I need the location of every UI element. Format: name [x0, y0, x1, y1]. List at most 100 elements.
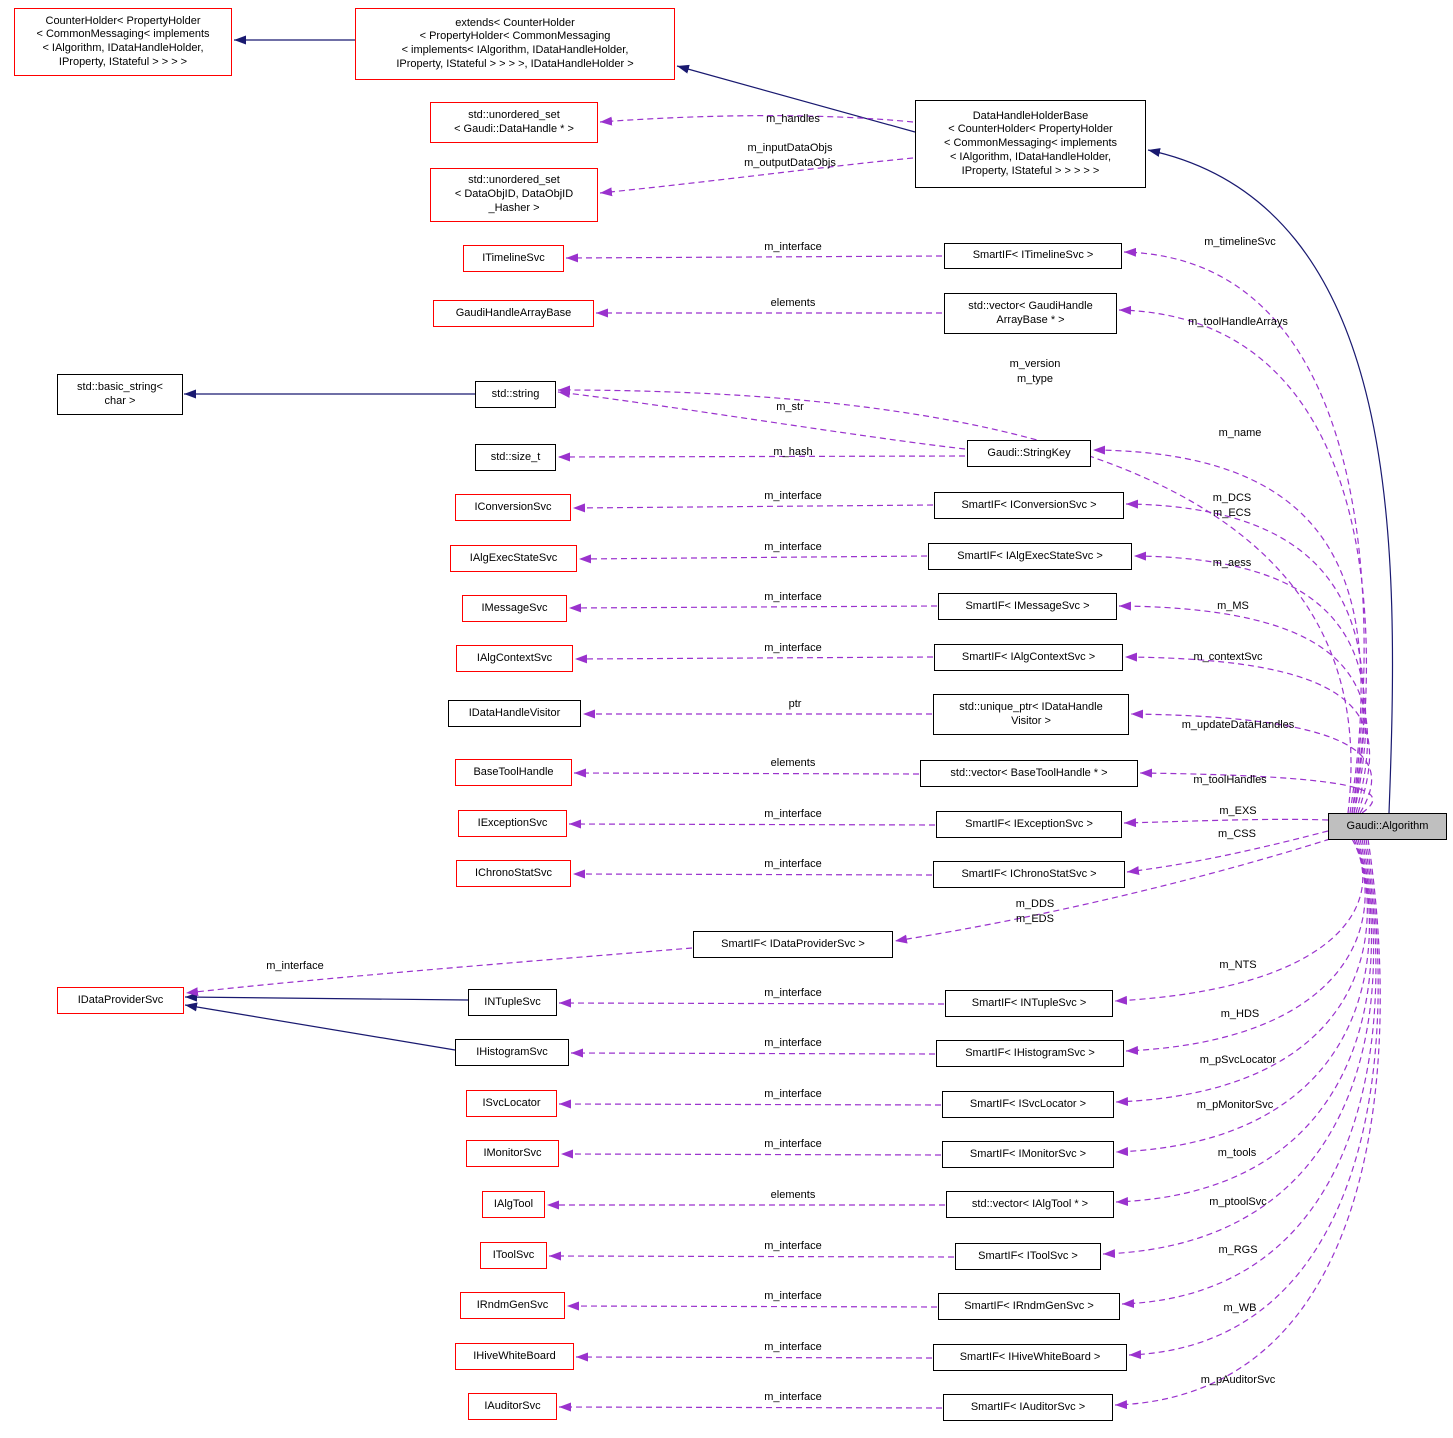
node-irndmgensvc[interactable]: IRndmGenSvc	[460, 1292, 565, 1319]
node-ialgcontextsvc[interactable]: IAlgContextSvc	[456, 645, 573, 672]
edge-label-m-handles: m_handles	[766, 113, 820, 125]
node-extends[interactable]: extends< CounterHolder < PropertyHolder<…	[355, 8, 675, 80]
edge-m-version-type	[557, 385, 1352, 814]
node-std-string[interactable]: std::string	[475, 381, 556, 408]
edge-label-m-tools: m_tools	[1217, 1147, 1257, 1159]
node-iexceptionsvc[interactable]: IExceptionSvc	[458, 810, 567, 837]
node-smartif-intuplesvc[interactable]: SmartIF< INTupleSvc >	[945, 990, 1113, 1017]
edge-label-m-wb: m_WB	[1223, 1302, 1257, 1314]
node-smartif-ialgcontextsvc[interactable]: SmartIF< IAlgContextSvc >	[934, 644, 1123, 671]
node-ihistogramsvc[interactable]: IHistogramSvc	[455, 1039, 569, 1066]
node-smartif-itoolsvc[interactable]: SmartIF< IToolSvc >	[955, 1243, 1101, 1270]
edge-m-hash	[557, 452, 966, 462]
edge-label-m-hash: m_hash	[773, 446, 813, 458]
node-imessagesvc[interactable]: IMessageSvc	[462, 595, 567, 622]
edge-interface-imonitorsvc	[560, 1149, 942, 1159]
edge-label-interface-svclocator: m_interface	[764, 1088, 822, 1100]
edge-label-interface-hivewhiteboard: m_interface	[764, 1341, 822, 1353]
edge-interface-irndmgensvc	[566, 1301, 938, 1311]
edge-label-interface-ntuple: m_interface	[764, 987, 822, 999]
node-smartif-ihivewhiteboard[interactable]: SmartIF< IHiveWhiteBoard >	[933, 1344, 1127, 1371]
node-gaudihandlearraybase[interactable]: GaudiHandleArrayBase	[433, 300, 594, 327]
edge-label-m-pmonitorsvc: m_pMonitorSvc	[1196, 1099, 1274, 1111]
edge-m-css	[1126, 830, 1329, 875]
node-gaudi-algorithm: Gaudi::Algorithm	[1328, 813, 1447, 840]
node-smartif-iconversionsvc[interactable]: SmartIF< IConversionSvc >	[934, 492, 1124, 519]
edge-dhhb-to-extends	[676, 64, 916, 133]
edge-m-contextsvc	[1124, 652, 1371, 814]
node-ialgexecstatesvc[interactable]: IAlgExecStateSvc	[450, 545, 577, 572]
node-isvclocator[interactable]: ISvcLocator	[466, 1090, 557, 1117]
node-imonitorsvc[interactable]: IMonitorSvc	[466, 1140, 559, 1167]
node-vector-gaudihandlearraybase[interactable]: std::vector< GaudiHandle ArrayBase * >	[944, 293, 1117, 334]
node-unordered-set-dataobjid[interactable]: std::unordered_set < DataObjID, DataObjI…	[430, 168, 598, 222]
node-smartif-iexceptionsvc[interactable]: SmartIF< IExceptionSvc >	[936, 811, 1122, 838]
edge-label-m-toolhandlearrays: m_toolHandleArrays	[1188, 316, 1288, 328]
node-smartif-isvclocator[interactable]: SmartIF< ISvcLocator >	[942, 1091, 1114, 1118]
node-gaudi-stringkey[interactable]: Gaudi::StringKey	[967, 440, 1091, 467]
edge-label-interface-algcontext: m_interface	[764, 642, 822, 654]
edge-label-m-pauditorsvc: m_pAuditorSvc	[1200, 1374, 1276, 1386]
node-smartif-idataprovidersvc[interactable]: SmartIF< IDataProviderSvc >	[693, 931, 893, 958]
edge-label-m-dds-eds: m_DDS m_EDS	[1015, 898, 1055, 925]
edge-label-interface-toolsvc: m_interface	[764, 1240, 822, 1252]
edge-label-interface-conversion: m_interface	[764, 490, 822, 502]
edge-label-m-version-type: m_version m_type	[1009, 358, 1061, 385]
node-smartif-iauditorsvc[interactable]: SmartIF< IAuditorSvc >	[943, 1394, 1113, 1421]
node-basic-string[interactable]: std::basic_string< char >	[57, 374, 183, 415]
node-vector-basetoolhandle[interactable]: std::vector< BaseToolHandle * >	[920, 760, 1138, 787]
node-ichronostatsvc[interactable]: IChronoStatSvc	[456, 860, 571, 887]
edge-m-hds	[1125, 838, 1366, 1055]
edge-label-m-contextsvc: m_contextSvc	[1193, 651, 1263, 663]
node-smartif-ihistogramsvc[interactable]: SmartIF< IHistogramSvc >	[936, 1040, 1124, 1067]
edge-label-m-ptoolsvc: m_ptoolSvc	[1209, 1196, 1267, 1208]
node-datahandleholderbase[interactable]: DataHandleHolderBase < CounterHolder< Pr…	[915, 100, 1146, 188]
edge-label-m-aess: m_aess	[1212, 557, 1252, 569]
edge-interface-intuplesvc	[558, 998, 945, 1008]
node-smartif-ialgexecstatesvc[interactable]: SmartIF< IAlgExecStateSvc >	[928, 543, 1132, 570]
node-idatahandlevisitor[interactable]: IDataHandleVisitor	[448, 700, 581, 727]
edge-interface-iconversionsvc	[572, 503, 934, 513]
node-iauditorsvc[interactable]: IAuditorSvc	[468, 1393, 557, 1420]
edge-label-interface-algexec: m_interface	[764, 541, 822, 553]
node-ialgtool[interactable]: IAlgTool	[482, 1191, 545, 1218]
node-basetoolhandle[interactable]: BaseToolHandle	[455, 759, 572, 786]
edge-ihistogramsvc-to-idataprovidersvc	[184, 1002, 456, 1051]
node-std-size-t[interactable]: std::size_t	[475, 444, 556, 471]
edge-elements-basetoolhandle	[573, 768, 920, 778]
edge-label-m-css: m_CSS	[1218, 828, 1256, 840]
edge-label-interface-rndmgen: m_interface	[764, 1290, 822, 1302]
edge-label-elements-basetool: elements	[770, 757, 816, 769]
edge-label-elements-algtool: elements	[770, 1189, 816, 1201]
node-smartif-ichronostatsvc[interactable]: SmartIF< IChronoStatSvc >	[933, 861, 1125, 888]
node-smartif-itimelinesvc[interactable]: SmartIF< ITimelineSvc >	[944, 243, 1122, 269]
node-smartif-imessagesvc[interactable]: SmartIF< IMessageSvc >	[938, 593, 1117, 620]
edge-interface-ihivewhiteboard	[575, 1352, 933, 1362]
node-idataprovidersvc[interactable]: IDataProviderSvc	[57, 987, 184, 1014]
node-iconversionsvc[interactable]: IConversionSvc	[455, 494, 571, 521]
node-ihivewhiteboard[interactable]: IHiveWhiteBoard	[455, 1343, 574, 1370]
node-itimelinesvc[interactable]: ITimelineSvc	[463, 245, 564, 272]
node-smartif-irndmgensvc[interactable]: SmartIF< IRndmGenSvc >	[938, 1293, 1120, 1320]
edge-interface-ialgcontextsvc	[574, 654, 934, 664]
edge-label-interface-auditor: m_interface	[764, 1391, 822, 1403]
node-itoolsvc[interactable]: IToolSvc	[480, 1242, 547, 1269]
edge-label-interface-timeline: m_interface	[764, 241, 822, 253]
edge-m-toolhandles	[1139, 768, 1374, 814]
node-vector-ialgtool[interactable]: std::vector< IAlgTool * >	[946, 1191, 1114, 1218]
edge-label-interface-dataprovider: m_interface	[266, 960, 324, 972]
edge-m-aess	[1133, 551, 1367, 814]
node-smartif-imonitorsvc[interactable]: SmartIF< IMonitorSvc >	[942, 1141, 1114, 1168]
edge-m-exs	[1123, 818, 1329, 828]
edge-label-m-hds: m_HDS	[1220, 1008, 1260, 1020]
edge-m-tools	[1115, 838, 1373, 1207]
node-intuplesvc[interactable]: INTupleSvc	[468, 989, 557, 1016]
node-unordered-set-datahandle[interactable]: std::unordered_set < Gaudi::DataHandle *…	[430, 102, 598, 143]
node-unique-ptr-idatahandlevisitor[interactable]: std::unique_ptr< IDataHandle Visitor >	[933, 694, 1129, 735]
edge-label-interface-exception: m_interface	[764, 808, 822, 820]
node-counterholder[interactable]: CounterHolder< PropertyHolder < CommonMe…	[14, 8, 232, 76]
edge-m-ptoolsvc	[1102, 838, 1375, 1259]
edge-label-m-updatedatahandles: m_updateDataHandles	[1181, 719, 1295, 731]
